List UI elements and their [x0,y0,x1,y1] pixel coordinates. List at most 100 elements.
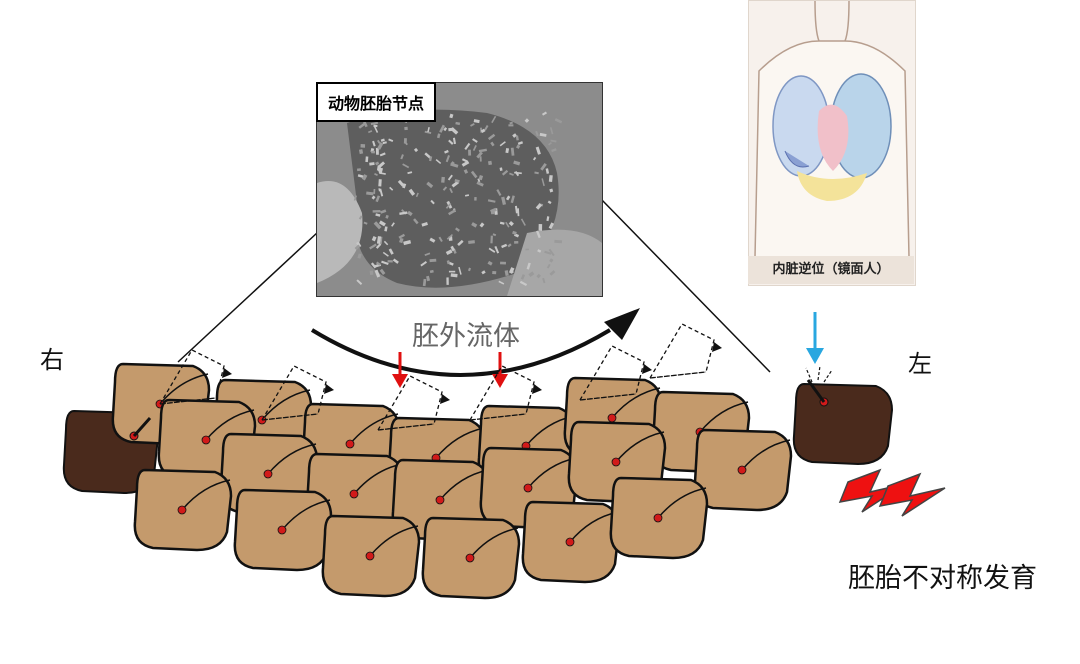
micrograph-speckle [499,167,503,171]
cilium-rotation-cone [578,345,652,401]
micrograph-speckle [365,156,369,163]
micrograph-speckle [378,179,382,187]
cilium-base-dot [263,469,273,479]
micrograph-speckle [490,141,495,147]
sensory-cilium [132,417,152,437]
micrograph-speckle [429,258,437,263]
micrograph-speckle [358,149,364,155]
micrograph-speckle [446,277,449,285]
micrograph-speckle [480,128,486,134]
micrograph-speckle [382,141,387,145]
micrograph-speckle [438,236,443,242]
mirror-person-caption: 内脏逆位（镜面人） [748,256,914,284]
cilium [281,499,331,531]
micrograph-speckle [548,248,555,257]
micrograph-speckle [422,278,427,287]
red-arrow-2 [492,352,508,388]
micrograph-speckle [376,236,382,244]
micrograph-speckle [477,178,481,183]
micrograph-speckle [554,239,563,244]
micrograph-speckle [373,125,379,133]
micrograph-speckle [458,266,462,275]
micrograph-speckle [498,280,505,285]
micrograph-speckle [429,237,436,243]
micrograph-speckle [471,222,478,228]
micrograph-speckle [402,183,407,189]
micrograph-speckle [441,176,445,183]
micrograph-speckle [510,147,515,156]
micrograph-speckle [494,245,500,254]
micrograph-speckle [391,222,395,227]
micrograph-speckle [403,138,407,144]
micrograph-speckle [450,161,455,166]
micrograph-speckle [484,125,489,131]
micrograph-speckle [424,252,431,257]
micrograph-speckle [501,196,507,205]
micrograph-speckle [538,224,543,231]
cilium-rotation-cone [648,323,722,379]
micrograph-speckle [435,159,442,165]
micrograph-speckle [491,115,497,124]
micrograph-speckle [541,111,547,116]
micrograph-speckle [548,222,555,230]
micrograph-speckle [452,137,456,145]
micrograph-speckle [500,261,507,265]
micrograph-speckle [508,124,514,127]
micrograph-speckle [358,122,367,129]
cilium [435,427,485,459]
micrograph-speckle [400,154,404,160]
micrograph-speckle [413,147,419,153]
micrograph-speckle [446,260,451,265]
micrograph-speckle [381,260,389,266]
cilium [205,409,255,441]
micrograph-speckle [373,188,376,194]
micrograph-speckle [392,258,399,264]
micrograph-speckle [549,258,554,263]
micrograph-speckle [507,243,512,248]
micrograph-speckle [445,155,450,163]
micrograph-speckle [388,248,394,255]
micrograph-speckle [537,249,542,253]
micrograph-speckle [378,161,386,168]
cilium [181,479,231,511]
micrograph-speckle [376,139,381,144]
micrograph-speckle [539,132,547,137]
cilium-base-dot [345,439,355,449]
micrograph-speckle [444,149,449,154]
micrograph-speckle [546,263,551,269]
micrograph-speckle [357,174,365,179]
micrograph-speckle [549,188,554,193]
cilium-base-dot [565,537,575,547]
micrograph-speckle [436,133,441,139]
node-cells [62,323,894,600]
micrograph-speckle [455,227,460,232]
micrograph-speckle [424,152,432,159]
micrograph-speckle [508,220,514,227]
red-arrow-1 [392,352,408,388]
micrograph-speckle [357,253,362,259]
micrograph-speckle [379,172,386,175]
micrograph-speckle [545,168,550,174]
micrograph-speckle [546,216,550,222]
micrograph-speckle [448,270,456,273]
micrograph-speckle [385,214,389,219]
micrograph-speckle [429,269,434,274]
micrograph-speckle [450,273,458,278]
micrograph-speckle [490,235,493,244]
micrograph-speckle [492,233,497,237]
micrograph-speckle [549,270,556,276]
micrograph-speckle [548,175,553,182]
micrograph-speckle [442,186,448,191]
micrograph-speckle [373,221,382,230]
cilium [369,525,419,557]
micrograph-speckle [457,239,464,246]
micrograph-image [316,82,603,297]
micrograph-speckle [525,248,529,251]
micrograph-speckle [520,274,526,280]
micrograph-speckle [534,171,539,175]
micrograph-speckle [464,194,470,197]
micrograph-speckle [520,218,526,226]
micrograph-speckle [514,205,518,214]
micrograph-speckle [509,172,514,176]
